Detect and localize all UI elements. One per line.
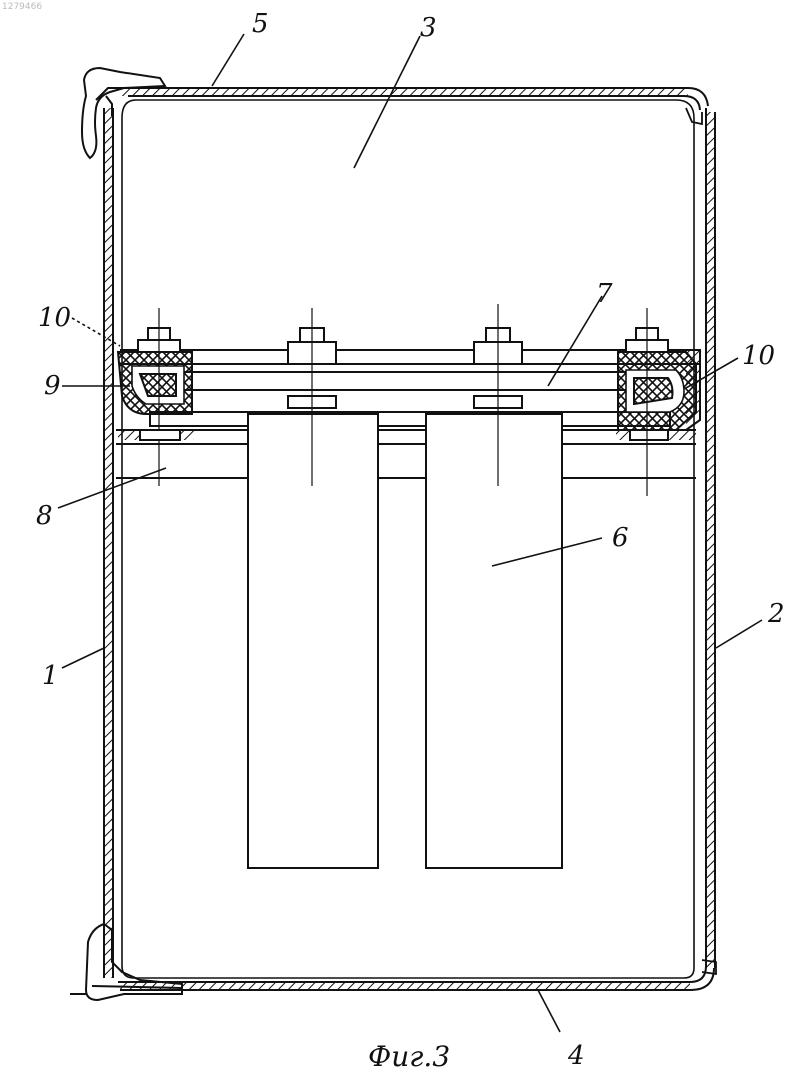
callout-6: 6 xyxy=(612,523,629,553)
callout-10-left: 10 xyxy=(38,303,71,333)
bolts xyxy=(138,304,668,496)
callout-5: 5 xyxy=(252,9,269,39)
callout-9: 9 xyxy=(44,371,61,401)
mounting-assembly xyxy=(116,350,700,478)
top-latch xyxy=(82,68,165,158)
callout-1: 1 xyxy=(42,661,59,691)
battery-cells xyxy=(248,414,562,868)
callout-7: 7 xyxy=(596,279,613,309)
figure-caption: Фиг.3 xyxy=(368,1040,450,1073)
frame-rail xyxy=(116,430,696,478)
callout-labels: 5 3 7 10 9 10 8 6 1 2 4 xyxy=(36,9,785,1071)
callout-10-right: 10 xyxy=(742,341,775,371)
cell-right xyxy=(426,414,562,868)
bottom-wall xyxy=(118,966,706,982)
clamp-bar xyxy=(140,372,674,390)
callout-2: 2 xyxy=(767,599,785,629)
cell-left xyxy=(248,414,378,868)
callout-4: 4 xyxy=(567,1041,585,1071)
callout-8: 8 xyxy=(36,501,53,531)
callout-3: 3 xyxy=(420,13,437,43)
doc-number: 1279466 xyxy=(2,2,42,12)
inner-liner xyxy=(122,100,694,978)
leader-lines xyxy=(58,34,762,1032)
